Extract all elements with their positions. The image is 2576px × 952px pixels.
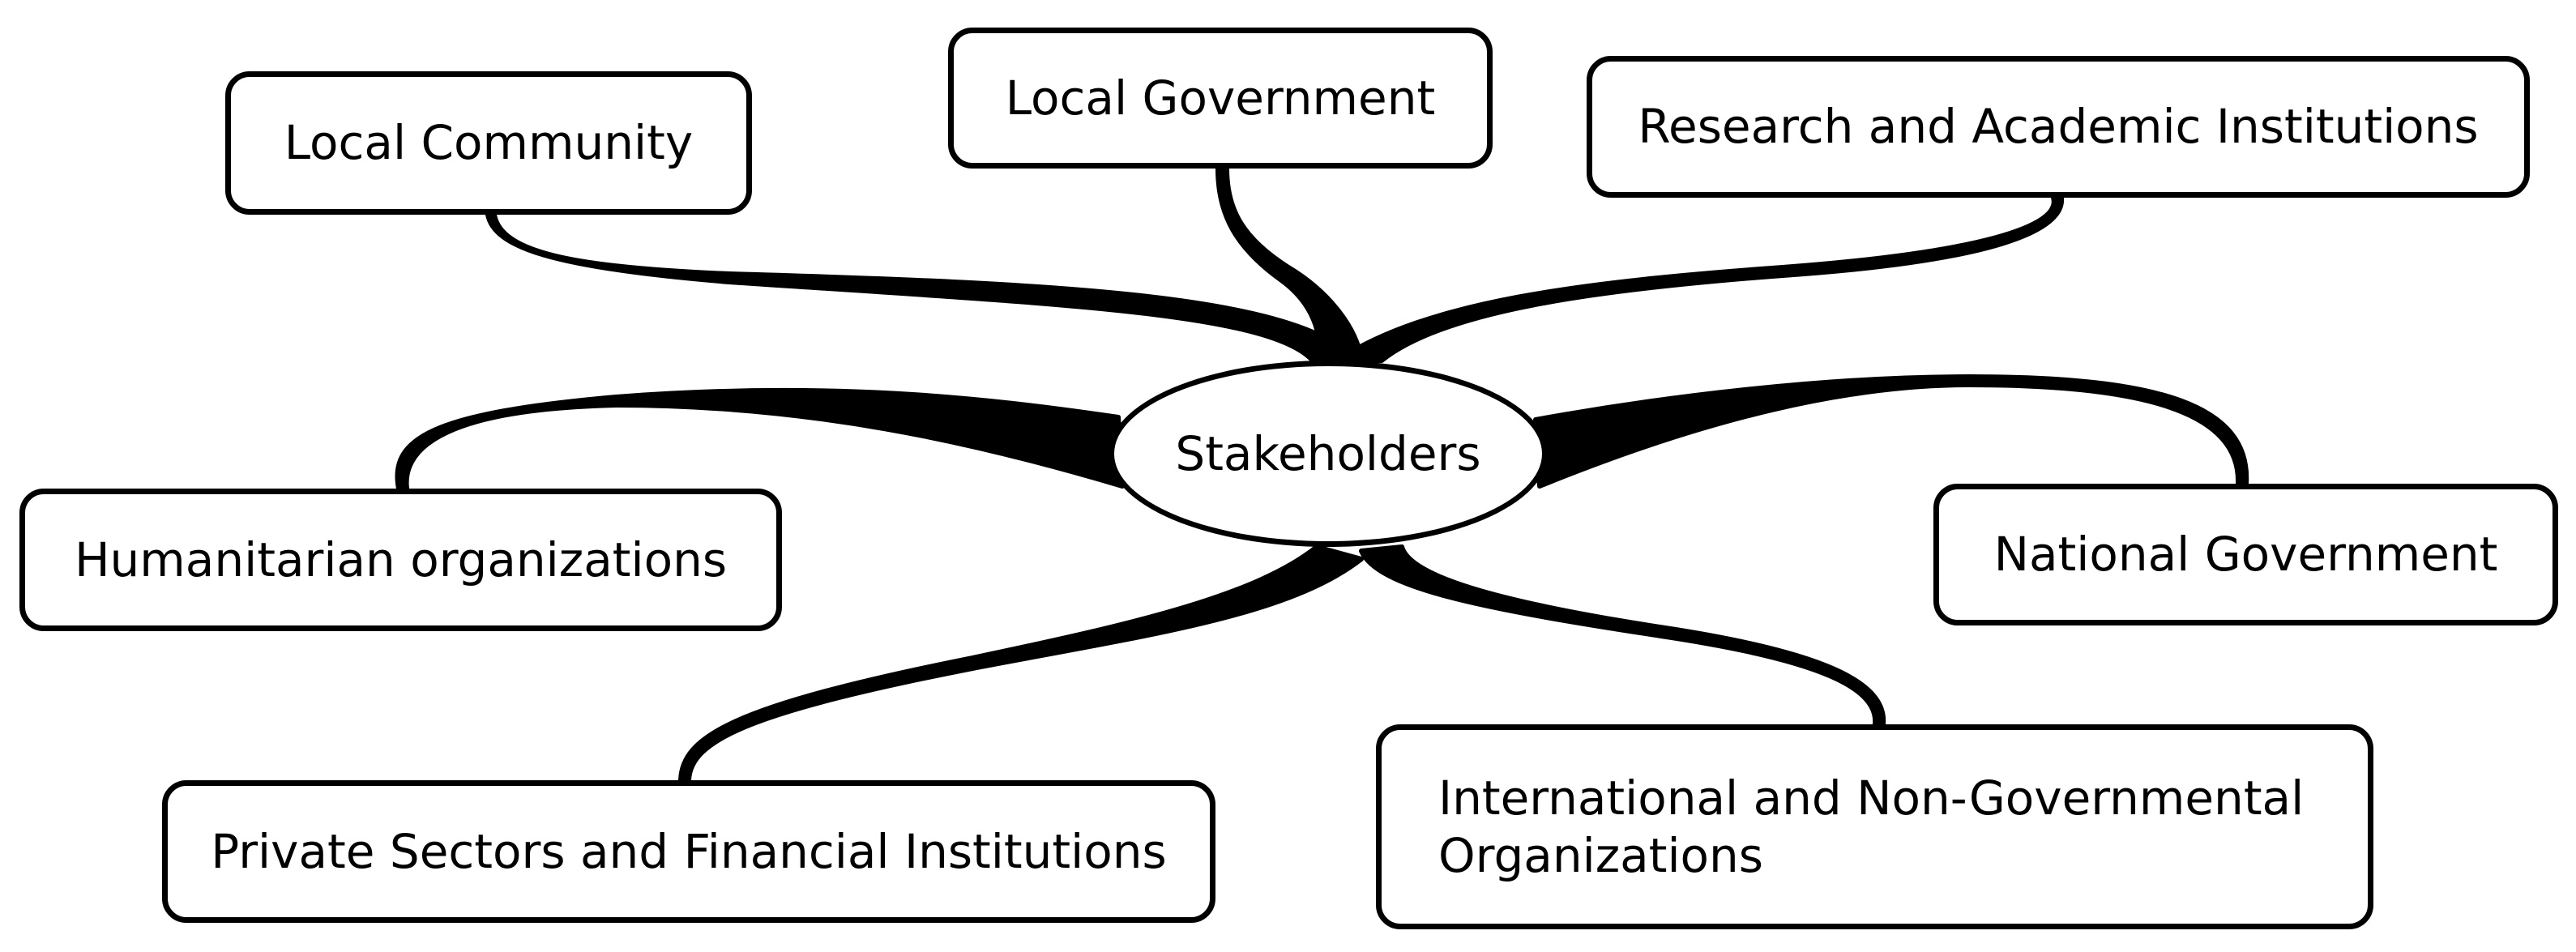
node-humanitarian-organizations: Humanitarian organizations [19,489,782,631]
connector-international [1359,544,1886,727]
node-international-ngo: International and Non-Governmental Organ… [1376,724,2373,929]
node-label: Local Government [1005,70,1436,126]
node-label: Private Sectors and Financial Institutio… [211,823,1167,879]
connector-research [1335,195,2065,363]
connector-private [678,544,1364,783]
node-research-academic-institutions: Research and Academic Institutions [1587,56,2530,198]
connector-humanitarian [395,387,1125,491]
node-local-government: Local Government [948,28,1493,169]
node-national-government: National Government [1933,484,2558,625]
node-label: Local Community [284,115,694,171]
center-label: Stakeholders [1175,426,1481,481]
node-label: National Government [1993,527,2498,583]
node-label: International and Non-Governmental Organ… [1438,770,2305,883]
node-label: Humanitarian organizations [74,531,728,587]
node-label: Research and Academic Institutions [1638,99,2479,155]
node-local-community: Local Community [225,71,752,215]
center-node-stakeholders: Stakeholders [1109,361,1548,547]
connector-national [1533,374,2249,489]
connector-local-community [485,212,1360,363]
node-private-sectors-financial-institutions: Private Sectors and Financial Institutio… [162,780,1215,923]
